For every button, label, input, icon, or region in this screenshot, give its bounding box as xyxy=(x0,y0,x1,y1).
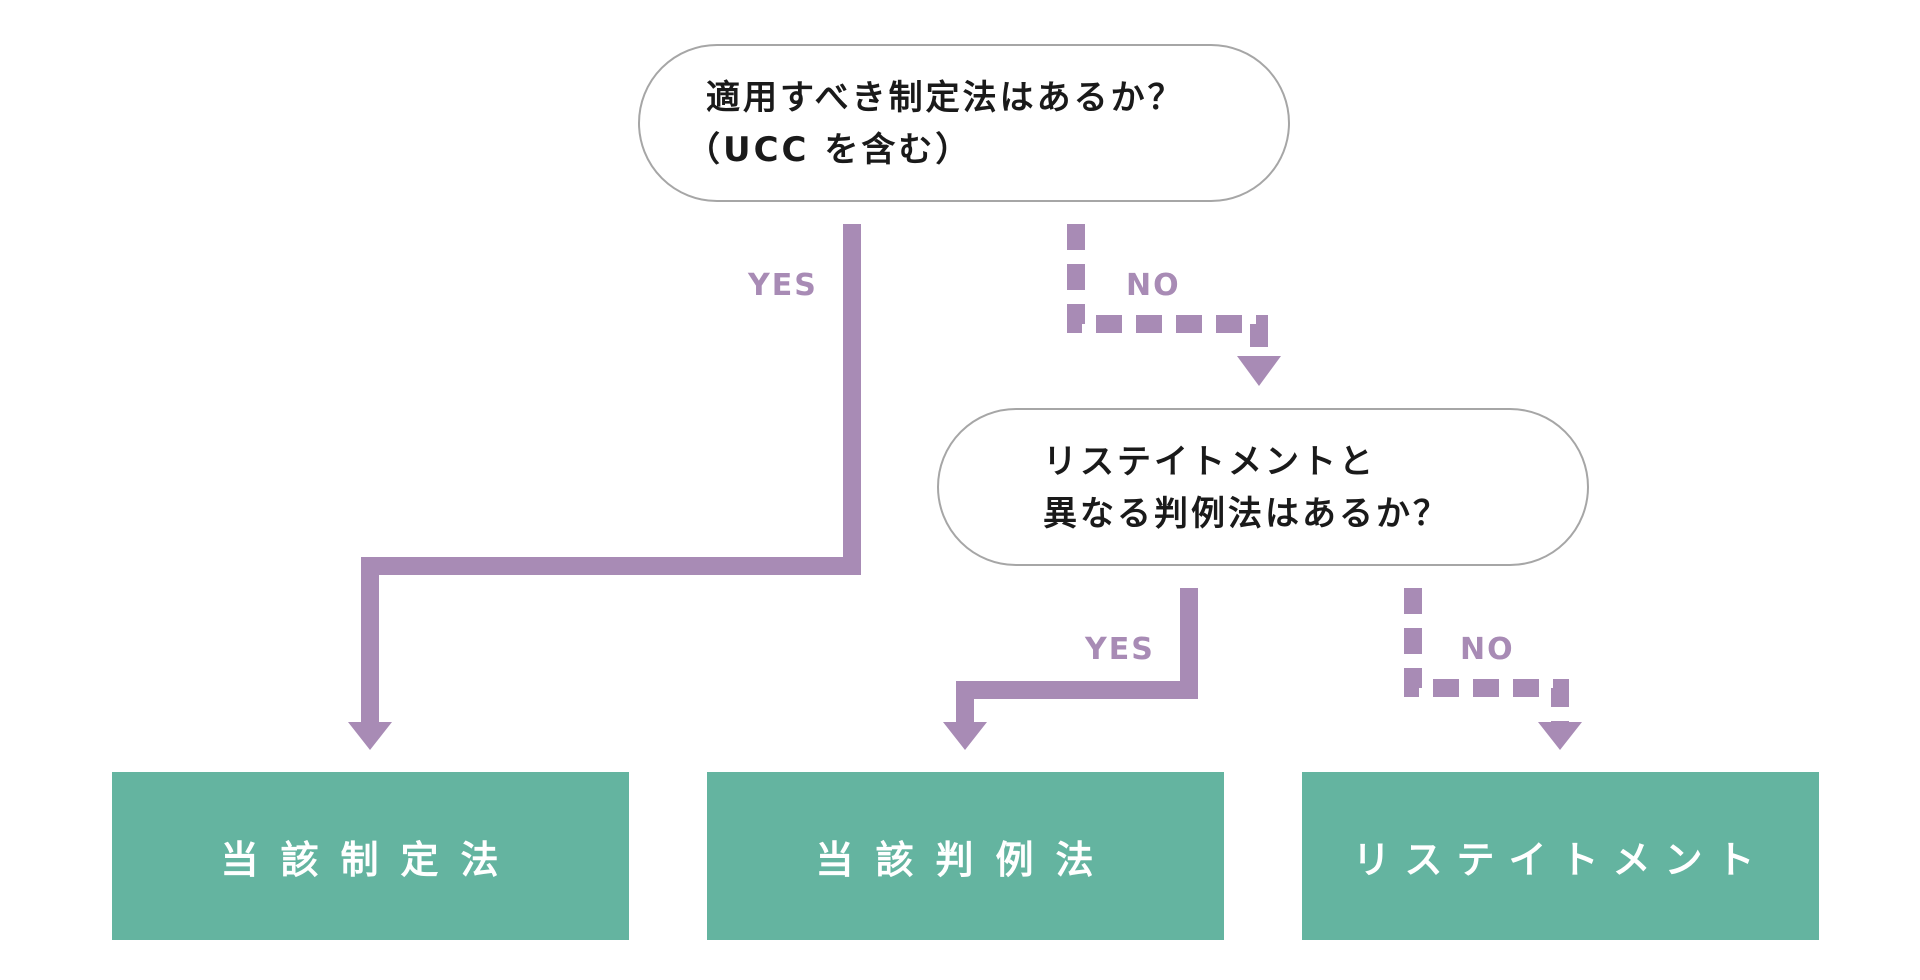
q2-yes-label: YES xyxy=(1085,632,1155,667)
result-box-statute-label: 当該制定法 xyxy=(220,837,521,882)
result-box-statute: 当該制定法 xyxy=(112,772,629,940)
q2-no-label: NO xyxy=(1460,632,1515,667)
q1-yes-connector xyxy=(361,224,861,725)
decision-node-statute-line2: （UCC を含む） xyxy=(686,130,973,170)
q2-yes-arrowhead xyxy=(943,722,987,750)
q1-no-connector xyxy=(1067,224,1268,356)
result-box-restatement-label: リステイトメント xyxy=(1352,837,1769,882)
q2-no-arrowhead xyxy=(1538,722,1582,750)
result-box-case-law: 当該判例法 xyxy=(707,772,1224,940)
q1-no-label: NO xyxy=(1126,268,1181,303)
q2-yes-connector xyxy=(956,588,1198,725)
decision-node-statute: 適用すべき制定法はあるか？ （UCC を含む） xyxy=(638,44,1290,202)
q1-no-arrowhead xyxy=(1237,356,1281,386)
result-box-restatement: リステイトメント xyxy=(1302,772,1819,940)
decision-node-case-law-line1: リステイトメントと xyxy=(1043,442,1376,482)
decision-node-case-law: リステイトメントと 異なる判例法はあるか？ xyxy=(937,408,1589,566)
decision-node-statute-line1: 適用すべき制定法はあるか？ xyxy=(706,78,1185,118)
decision-node-case-law-line2: 異なる判例法はあるか？ xyxy=(1043,494,1450,534)
q1-yes-arrowhead xyxy=(348,722,392,750)
q1-yes-label: YES xyxy=(748,268,818,303)
q2-no-connector xyxy=(1404,588,1569,722)
result-box-case-law-label: 当該判例法 xyxy=(815,837,1116,882)
